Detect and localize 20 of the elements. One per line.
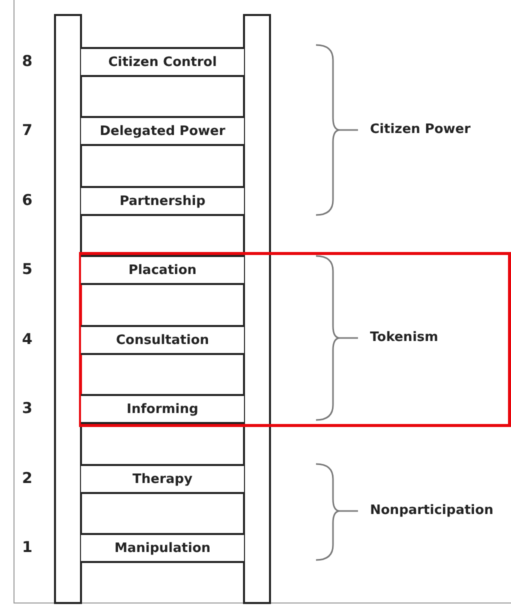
step-number: 4 <box>22 330 32 350</box>
group-label: Citizen Power <box>370 122 471 138</box>
ladder-rung: Citizen Control <box>81 47 244 77</box>
ladder-rung: Delegated Power <box>81 116 244 146</box>
step-number: 2 <box>22 469 32 489</box>
step-number: 5 <box>22 260 32 280</box>
step-number: 7 <box>22 121 32 141</box>
ladder-rung: Informing <box>81 394 244 424</box>
group-label: Nonparticipation <box>370 502 494 520</box>
highlight-frame <box>79 252 511 427</box>
step-number: 3 <box>22 399 32 419</box>
ladder-rung: Therapy <box>81 464 244 494</box>
group-label: Tokenism <box>370 330 438 346</box>
step-number: 8 <box>22 52 32 72</box>
step-number: 6 <box>22 191 32 211</box>
step-number: 1 <box>22 538 32 558</box>
ladder-rung: Manipulation <box>81 533 244 563</box>
ladder-rung: Placation <box>81 255 244 285</box>
ladder-rung: Consultation <box>81 325 244 355</box>
ladder-rung: Partnership <box>81 186 244 216</box>
